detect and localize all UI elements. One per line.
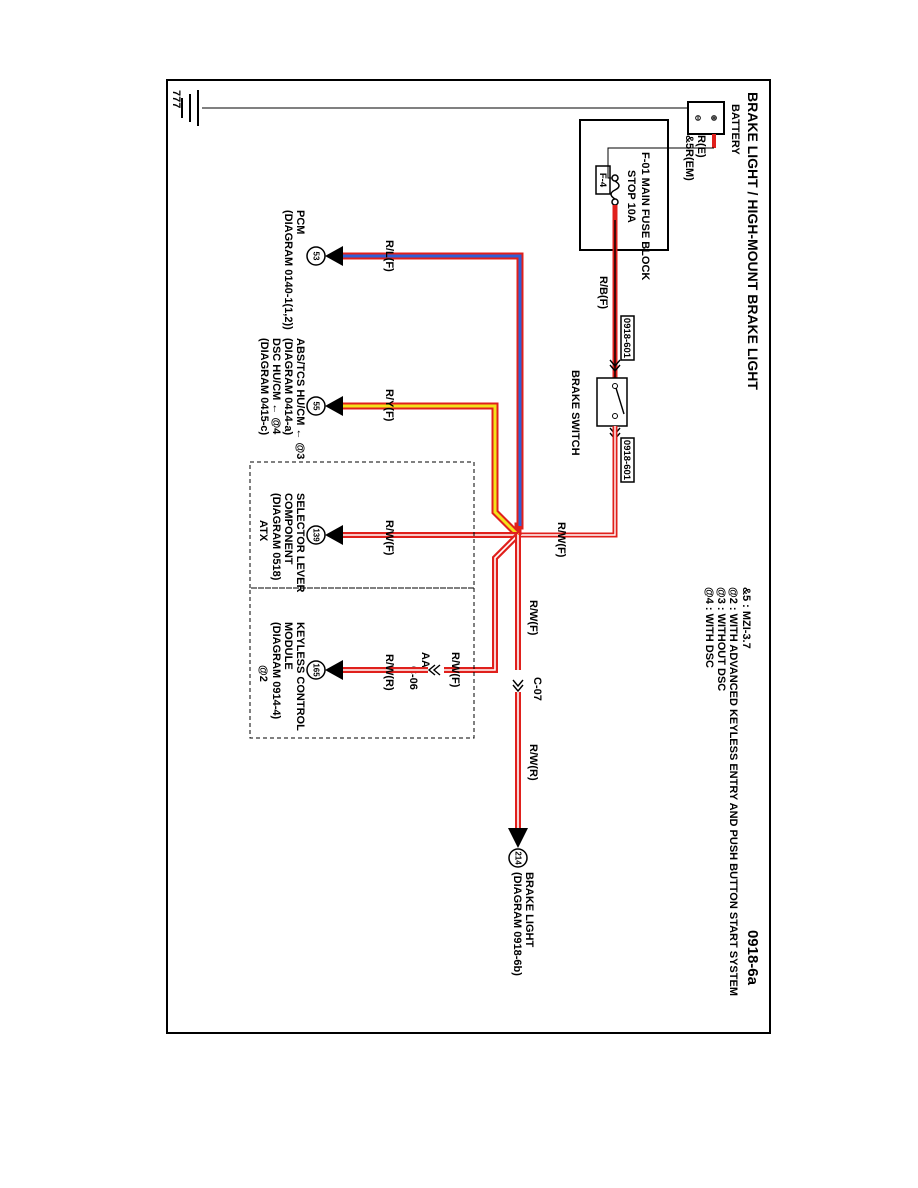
brake-switch-label: BRAKE SWITCH — [569, 370, 581, 456]
wire-ry-core — [335, 404, 520, 537]
connector-0918-601-upper: 0918-601 — [621, 318, 632, 359]
keyless-line3: (DIAGRAM 0914-4) — [270, 622, 282, 720]
wire-rw-main-label: R/W(F) — [555, 522, 567, 558]
connector-chevron-upper — [609, 359, 621, 373]
fuse-terminal-bottom — [611, 198, 619, 206]
abs-line3: DSC HU/CM ← @4 — [270, 338, 282, 435]
abs-line4: (DIAGRAM 0415-c) — [258, 338, 270, 436]
fuse-id: F-4 — [597, 173, 608, 188]
fuse-name: STOP 10A — [625, 170, 637, 223]
selector-line2: COMPONENT — [282, 493, 294, 565]
note-1: &5 : MZI-3.7 — [740, 587, 752, 649]
fuse-id-box — [595, 165, 611, 195]
brake-light-line1: BRAKE LIGHT — [523, 872, 535, 947]
brake-light-ref-circle — [508, 848, 528, 868]
fuse-block-label: F-01 MAIN FUSE BLOCK — [639, 152, 651, 280]
wire-ry-stripe — [335, 402, 521, 538]
selector-line3: (DIAGRAM 0518) — [270, 493, 282, 581]
selector-ref: 139 — [312, 528, 321, 542]
connector-0918-601-upper-box — [620, 315, 635, 361]
abs-line2: (DIAGRAM 0414-a) — [282, 338, 294, 436]
wire-rw-selector-label: R/W(F) — [383, 520, 395, 556]
connector-0918-601-lower-box — [620, 437, 635, 483]
wire-rw-r-keyless-label: R/W(R) — [383, 654, 395, 691]
fuse-element-icon — [610, 180, 620, 200]
wire-rw-r-brake-label: R/W(R) — [527, 744, 539, 781]
wire-rw-switch-junction-core — [518, 426, 616, 536]
abs-line1: ABS/TCS HU/CM ← @3 — [294, 338, 306, 459]
pcm-ref: 53 — [312, 252, 321, 261]
abs-arrow-icon — [325, 396, 343, 416]
battery-symbol — [687, 101, 725, 135]
keyless-arrow-icon — [325, 660, 343, 680]
switch-arm — [615, 387, 625, 415]
connector-c06-chevron — [427, 664, 441, 676]
pcm-ref-circle — [306, 246, 326, 266]
abs-ref-circle — [306, 396, 326, 416]
keyless-line1: KEYLESS CONTROL — [294, 622, 306, 731]
pcm-name: PCM — [294, 210, 306, 234]
page-frame — [166, 79, 771, 1034]
switch-contact-a — [612, 383, 618, 389]
atx-group-box — [249, 461, 475, 589]
wire-rw-f-c07-label: R/W(F) — [527, 600, 539, 636]
brake-light-arrow-icon — [508, 828, 528, 848]
connector-c07-label: C-07 — [531, 677, 543, 701]
wire-rw-keyless-core — [444, 534, 519, 671]
keyless-ref: 165 — [312, 663, 321, 677]
wire-rb-label: R/B(F) — [597, 276, 609, 309]
diagram-title: BRAKE LIGHT / HIGH-MOUNT BRAKE LIGHT — [745, 92, 761, 390]
brake-light-ref: 214 — [514, 851, 523, 865]
battery-positive-icon: ⊕ — [710, 115, 719, 122]
brake-switch-symbol — [596, 377, 628, 427]
pcm-arrow-icon — [325, 246, 343, 266]
ground-icon — [181, 90, 199, 126]
switch-contact-b — [612, 413, 618, 419]
pcm-diagram: (DIAGRAM 0140-1(1,2)) — [282, 210, 294, 330]
wire-rw-keyless-label: R/W(F) — [449, 652, 461, 688]
keyless-group-box — [249, 587, 475, 739]
note-3: @3 : WITHOUT DSC — [715, 587, 727, 691]
note-2: @2 : WITH ADVANCED KEYLESS ENTRY AND PUS… — [727, 587, 739, 996]
ground-symbol-text: 777 — [170, 90, 182, 108]
battery-negative-icon: ⊖ — [694, 115, 703, 122]
wire-rl-label: R/L(F) — [383, 240, 395, 272]
connector-c07-chevron — [512, 679, 524, 693]
wire-rw-keyless-stripe — [444, 532, 521, 673]
battery-label: BATTERY — [729, 104, 741, 155]
note-4: @4 : WITH DSC — [703, 587, 715, 668]
connector-0918-601-lower: 0918-601 — [621, 440, 632, 481]
brake-light-line2: (DIAGRAM 0918-6b) — [511, 872, 523, 976]
selector-arrow-icon — [325, 525, 343, 545]
connector-aa-label: AA — [419, 652, 431, 668]
wire-rl-core — [335, 254, 522, 526]
wire-rw-switch-junction-stripe — [518, 426, 618, 538]
abs-ref: 55 — [312, 402, 321, 411]
selector-ref-circle — [306, 525, 326, 545]
fuse-terminal-top — [611, 174, 619, 182]
atx-group-label: ATX — [257, 520, 269, 542]
battery-wire-top-label: R(E) — [695, 135, 707, 158]
keyless-line2: MODULE — [282, 622, 294, 670]
diagram-number: 0918-6a — [744, 930, 761, 986]
wire-ry-label: R/Y(F) — [383, 389, 395, 422]
keyless-group-label: @2 — [257, 665, 269, 682]
main-fuse-block — [579, 119, 669, 251]
keyless-ref-circle — [306, 660, 326, 680]
selector-line1: SELECTOR LEVER — [294, 493, 306, 592]
fuse-input-wire — [607, 147, 714, 179]
battery-wire-bottom-label: &5R(EM) — [683, 135, 695, 181]
diagram-body: BRAKE LIGHT / HIGH-MOUNT BRAKE LIGHT 091… — [170, 90, 761, 996]
